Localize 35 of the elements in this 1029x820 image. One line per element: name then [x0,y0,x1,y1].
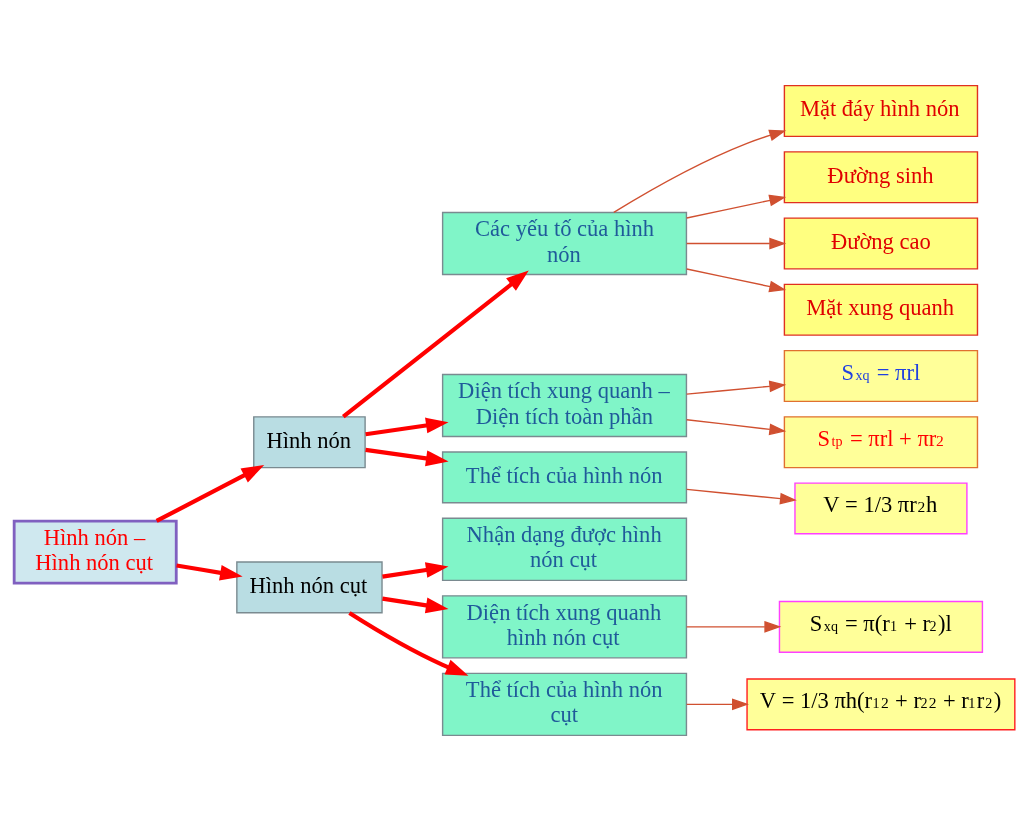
node-box: Thể tích của hình nón cụt [441,672,688,736]
node-box: Sxq = πrl [783,349,979,402]
node-box: V = 1/3 πr2h [794,481,968,535]
node-box: Nhận dạng được hình nón cụt [441,517,688,581]
arrow [686,418,787,435]
node-box: Sxq = π(r1 + r2)l [778,600,984,653]
node-box: V = 1/3 πh(r12 + r22 + r1r2) [746,677,1016,730]
node-box: Hình nón – Hình nón cụt [12,519,178,585]
arrow [686,488,797,504]
node-box: Hình nón [253,415,366,468]
arrow [686,194,787,219]
node-box: Stp = πrl + πr2 [783,415,979,468]
arrow [365,417,449,436]
node-box: Mặt xung quanh [783,283,979,336]
arrow [348,610,469,676]
arrow [613,129,787,213]
node-box: Đường sinh [783,150,979,203]
arrow [155,464,265,523]
node-box: Diện tích xung quanh hình nón cụt [441,594,688,659]
arrow [686,237,787,249]
node-box: Diện tích xung quanh – Diện tích toàn phần [441,373,688,437]
arrow [686,267,787,292]
arrow [342,270,529,418]
arrow [365,447,449,466]
arrow [382,561,449,579]
node-box: Đường cao [783,216,979,270]
arrow [686,379,787,395]
arrow [176,562,243,581]
arrow [686,697,749,710]
node-box: Hình nón cụt [236,560,383,613]
node-box: Mặt đáy hình nón [783,84,979,137]
arrow [686,620,782,633]
node-box: Các yếu tố của hình nón [441,211,688,275]
node-box: Thể tích của hình nón [441,450,688,503]
arrow [382,596,449,613]
